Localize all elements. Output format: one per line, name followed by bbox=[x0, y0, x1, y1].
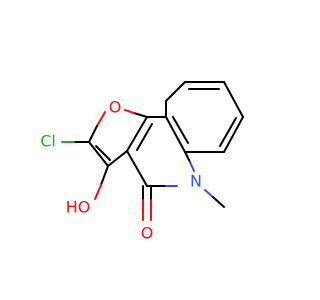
atom-label-hydroxyl: HO bbox=[66, 198, 91, 217]
bond bbox=[184, 151, 191, 163]
bond-to-oh bbox=[94, 184, 102, 200]
double-bond-inner bbox=[95, 145, 111, 161]
atom-label-carbonyl-oxygen: O bbox=[141, 224, 154, 243]
double-bond-inner bbox=[219, 117, 237, 147]
double-bond-inner bbox=[172, 116, 189, 144]
bond bbox=[223, 116, 244, 153]
bond bbox=[165, 81, 186, 102]
bond bbox=[124, 109, 135, 114]
bond-to-methyl bbox=[204, 189, 214, 198]
bond bbox=[88, 125, 98, 143]
atom-label-nitrogen: N bbox=[190, 172, 202, 191]
bond bbox=[126, 116, 148, 152]
bond-to-methyl bbox=[212, 196, 225, 208]
atom-label-chlorine: Cl bbox=[40, 132, 56, 151]
atom-label-ring-oxygen: O bbox=[109, 98, 122, 117]
bond bbox=[165, 116, 186, 153]
bond-to-oh bbox=[100, 165, 109, 186]
bond bbox=[223, 81, 244, 118]
bond bbox=[189, 161, 195, 172]
molecule-diagram: O Cl HO N O bbox=[40, 81, 244, 243]
bond bbox=[133, 112, 148, 118]
double-bond-inner bbox=[136, 123, 153, 151]
molecule-structure: O Cl HO N O bbox=[40, 81, 244, 243]
furan-ring bbox=[88, 109, 148, 167]
benzene-ring bbox=[165, 81, 244, 153]
bond bbox=[88, 141, 109, 167]
bond bbox=[96, 111, 106, 127]
bond bbox=[126, 150, 148, 187]
bond bbox=[107, 150, 128, 167]
pyridinone-ring bbox=[126, 116, 195, 187]
